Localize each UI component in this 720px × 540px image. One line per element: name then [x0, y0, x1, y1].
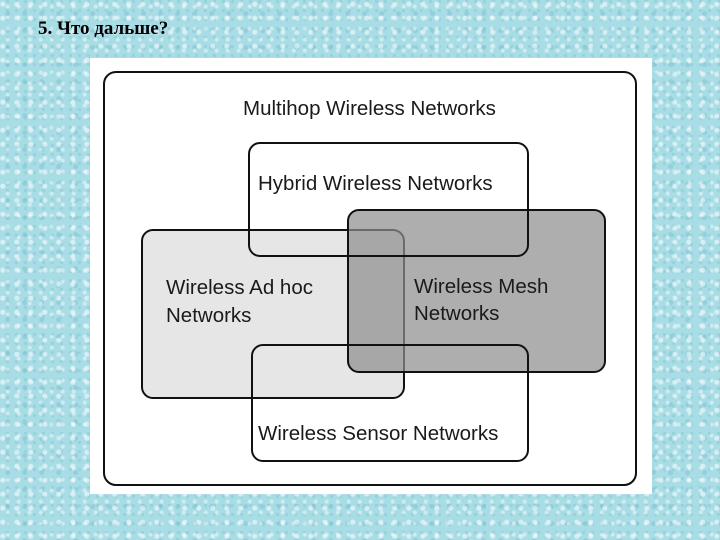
mesh-networks-label-line1: Wireless Mesh	[414, 275, 548, 298]
hybrid-networks-box	[248, 142, 529, 257]
hybrid-networks-label: Hybrid Wireless Networks	[258, 172, 493, 195]
adhoc-networks-label-line1: Wireless Ad hoc	[166, 276, 313, 299]
adhoc-networks-label-line2: Networks	[166, 304, 251, 327]
diagram-panel: Multihop Wireless Networks Hybrid Wirele…	[90, 58, 652, 494]
slide-title: 5. Что дальше?	[38, 18, 169, 39]
networks-diagram: Multihop Wireless Networks Hybrid Wirele…	[103, 71, 637, 486]
multihop-networks-label: Multihop Wireless Networks	[243, 97, 496, 120]
mesh-networks-box	[347, 209, 606, 373]
sensor-networks-box	[251, 344, 529, 462]
mesh-networks-label-line2: Networks	[414, 302, 499, 325]
sensor-networks-label: Wireless Sensor Networks	[258, 422, 498, 445]
